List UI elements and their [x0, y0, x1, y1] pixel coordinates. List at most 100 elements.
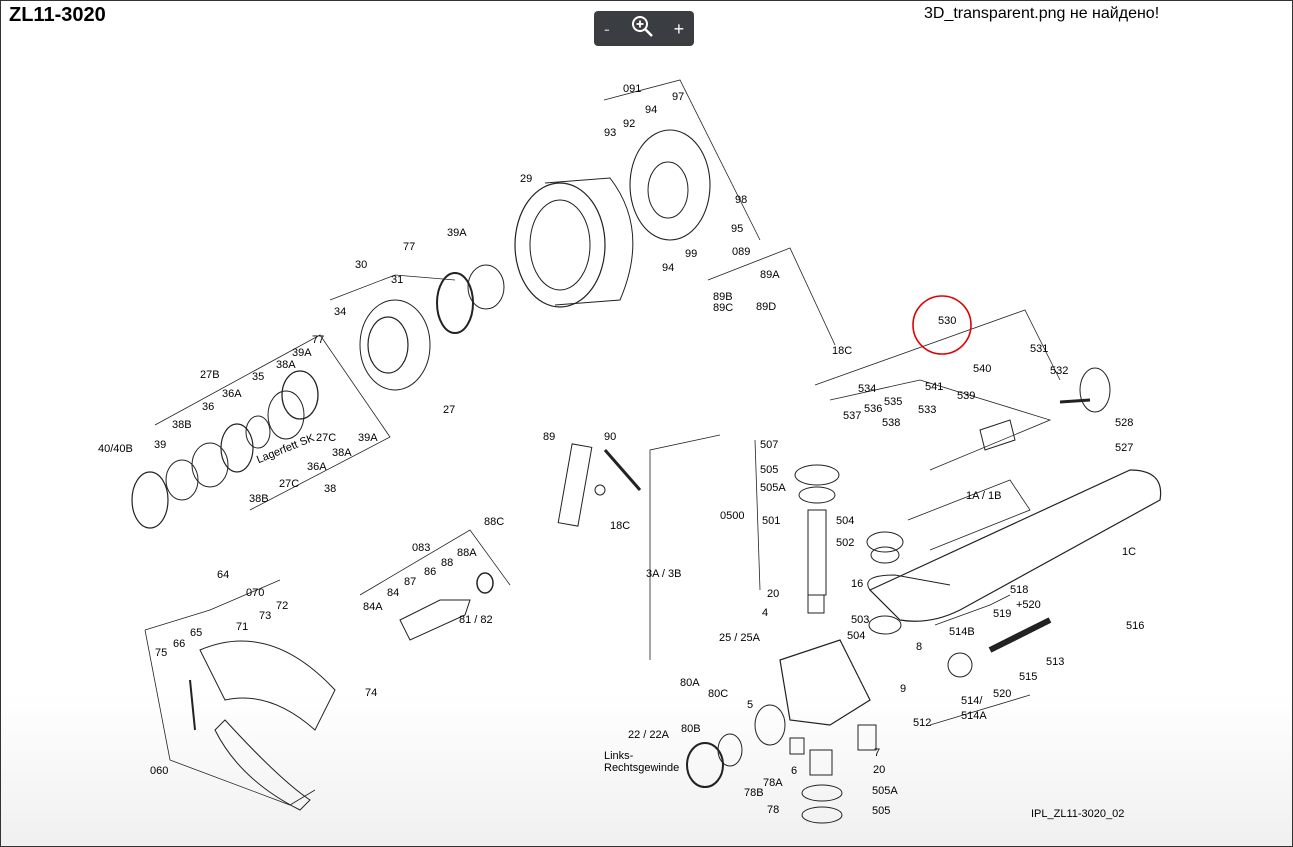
diagram-reference: IPL_ZL11-3020_02 [1031, 808, 1125, 820]
part-label: 27 [443, 404, 456, 416]
part-label: 78A [763, 777, 783, 789]
part-label: 505 [760, 464, 779, 476]
highlighted-part-label: 530 [938, 315, 957, 327]
part-label: 94 [662, 262, 675, 274]
part-label: 3A / 3B [646, 568, 682, 580]
part-label: 74 [365, 687, 378, 699]
part-label: 1A / 1B [966, 490, 1002, 502]
part-label: 528 [1115, 417, 1134, 429]
part-label: 89 [543, 431, 556, 443]
part-label: 533 [918, 404, 937, 416]
part-label: 89A [760, 269, 780, 281]
part-label: 512 [913, 717, 932, 729]
part-label: 18C [610, 520, 631, 532]
part-label: 4 [762, 607, 769, 619]
part-label: 34 [334, 306, 347, 318]
part-label: 73 [259, 610, 272, 622]
part-label: 78 [767, 804, 780, 816]
part-label: 93 [604, 127, 617, 139]
part-label: 20 [873, 764, 886, 776]
part-label: 501 [762, 515, 781, 527]
part-label: 75 [155, 647, 168, 659]
part-label: 29 [520, 173, 533, 185]
part-label: 36A [307, 461, 327, 473]
part-label: 534 [858, 383, 877, 395]
part-label: 503 [851, 614, 870, 626]
part-label: 89C [713, 302, 734, 314]
part-label: 27B [200, 369, 220, 381]
part-label: 507 [760, 439, 779, 451]
part-label: 25 / 25A [719, 632, 760, 644]
part-label: 083 [412, 542, 431, 554]
part-label: 78B [744, 787, 764, 799]
part-label: 537 [843, 410, 862, 422]
part-label: 0500 [720, 510, 745, 522]
part-label: 90 [604, 431, 617, 443]
part-label: 520 [993, 688, 1012, 700]
part-label: 6 [791, 765, 798, 777]
part-label: 8 [916, 641, 923, 653]
part-label: 527 [1115, 442, 1134, 454]
part-label: 504 [836, 515, 855, 527]
page-title: ZL11-3020 [9, 4, 106, 26]
part-label: 27C [316, 432, 337, 444]
part-label: 27C [279, 478, 300, 490]
part-label: Links- [604, 750, 634, 762]
part-label: 539 [957, 390, 976, 402]
part-label: 5 [747, 699, 754, 711]
part-label: 505A [872, 785, 898, 797]
part-label: 505 [872, 805, 891, 817]
part-label: 77 [312, 334, 325, 346]
part-label: 36 [202, 401, 215, 413]
part-label: 95 [731, 223, 744, 235]
part-label: 516 [1126, 620, 1145, 632]
part-label: 84A [363, 601, 383, 613]
part-label: 97 [672, 91, 685, 103]
part-label: 540 [973, 363, 992, 375]
part-label: 72 [276, 600, 289, 612]
part-label: 88A [457, 547, 477, 559]
part-label: 36A [222, 388, 242, 400]
part-label: 88C [484, 516, 505, 528]
part-label: 9 [900, 683, 907, 695]
part-label: 35 [252, 371, 265, 383]
part-label: 84 [387, 587, 400, 599]
part-label: 541 [925, 381, 944, 393]
part-label: 30 [355, 259, 368, 271]
part-label: 39 [154, 439, 167, 451]
part-label: 38B [172, 419, 192, 431]
part-label: 39A [358, 432, 378, 444]
part-label: 89B [713, 291, 733, 303]
part-label: 40/40B [98, 443, 133, 455]
part-label: 89D [756, 301, 777, 313]
part-label: 502 [836, 537, 855, 549]
zoom-plus-button[interactable]: + [673, 18, 685, 39]
part-label: 18C [832, 345, 853, 357]
part-label: 99 [685, 248, 698, 260]
part-label: 86 [424, 566, 437, 578]
part-label: 94 [645, 104, 658, 116]
part-label: 39A [447, 227, 467, 239]
part-label: 518 [1010, 584, 1029, 596]
zoom-in-icon[interactable] [630, 14, 654, 43]
part-label: 87 [404, 576, 417, 588]
part-label: 531 [1030, 343, 1049, 355]
part-label: 31 [391, 274, 404, 286]
part-label: Rechtsgewinde [604, 762, 680, 774]
zoom-out-button[interactable]: - [603, 18, 610, 39]
part-label: 66 [173, 638, 186, 650]
part-label: 091 [623, 83, 642, 95]
part-label: 514A [961, 710, 987, 722]
part-label: 39A [292, 347, 312, 359]
missing-image-message: 3D_transparent.png не найдено! [924, 5, 1160, 22]
part-label: 20 [767, 588, 780, 600]
part-label: 513 [1046, 656, 1065, 668]
part-label: 65 [190, 627, 203, 639]
part-label: 515 [1019, 671, 1038, 683]
part-label: 519 [993, 608, 1012, 620]
highlight-circle [912, 295, 972, 355]
part-label: 92 [623, 118, 636, 130]
part-label: 514B [949, 626, 975, 638]
part-label: 80C [708, 688, 729, 700]
part-label: 16 [851, 578, 864, 590]
